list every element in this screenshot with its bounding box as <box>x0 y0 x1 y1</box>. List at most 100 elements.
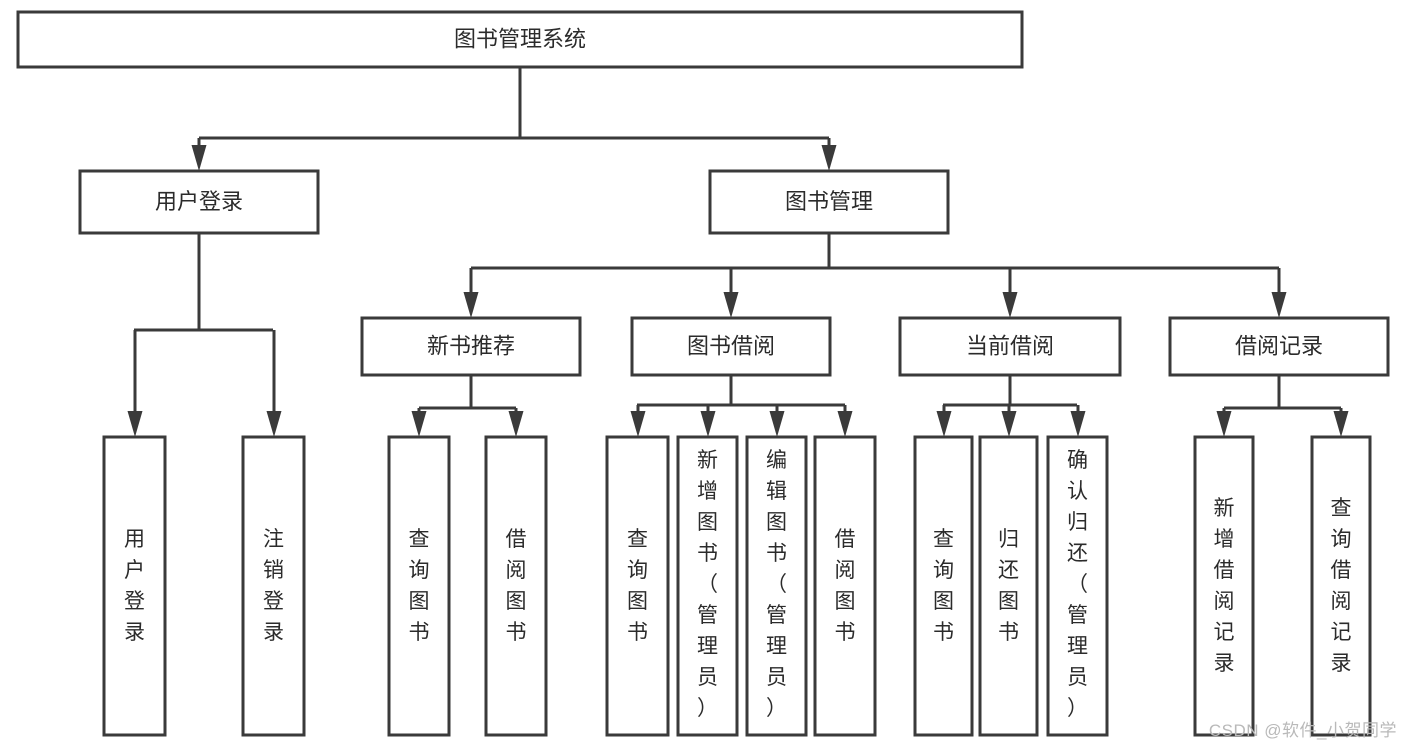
node-label-leaf-borrow-book-1-char: 图 <box>506 590 527 613</box>
node-leaf-user-login[interactable]: 用户登录 <box>102 435 167 737</box>
node-label-leaf-edit-book-char: 书 <box>766 542 787 565</box>
node-label-book-management: 图书管理 <box>785 189 873 214</box>
node-box-leaf-add-borrow-record[interactable] <box>1193 435 1255 737</box>
node-label-leaf-add-book-char: 新 <box>697 449 718 472</box>
node-label-leaf-logout-login-char: 登 <box>263 590 284 613</box>
node-label-leaf-add-book-char: 管 <box>697 604 718 627</box>
node-label-current-borrow: 当前借阅 <box>966 333 1054 358</box>
node-label-leaf-user-login-char: 户 <box>124 559 145 582</box>
node-label-leaf-query-borrow-record-char: 录 <box>1331 652 1352 675</box>
node-label-leaf-query-book-1-char: 询 <box>409 559 430 582</box>
connector-bar-book-borrow <box>637 375 845 407</box>
arrow-current-borrow-to-leaf-confirm-return <box>1070 405 1086 437</box>
node-box-leaf-user-login[interactable] <box>102 435 167 737</box>
node-label-leaf-user-login-char: 录 <box>124 621 145 644</box>
node-label-leaf-confirm-return-char: 还 <box>1067 542 1088 565</box>
node-label-leaf-add-book-char: ） <box>697 697 718 720</box>
node-box-leaf-confirm-return[interactable] <box>1046 435 1109 737</box>
node-label-borrow-record: 借阅记录 <box>1235 333 1323 358</box>
node-label-leaf-query-borrow-record-char: 查 <box>1331 497 1352 520</box>
node-label-leaf-edit-book-char: ） <box>766 697 787 720</box>
node-box-book-borrow[interactable] <box>630 316 832 377</box>
arrow-current-borrow-to-leaf-query-book-3 <box>936 405 952 437</box>
node-label-leaf-query-book-1-char: 图 <box>409 590 430 613</box>
node-label-leaf-user-login-char: 登 <box>124 590 145 613</box>
node-label-leaf-borrow-book-1-char: 阅 <box>506 559 527 582</box>
node-label-leaf-edit-book-char: 员 <box>766 666 787 689</box>
node-box-leaf-return-book[interactable] <box>978 435 1039 737</box>
node-label-leaf-query-borrow-record-char: 询 <box>1331 528 1352 551</box>
node-layer: 图书管理系统用户登录图书管理新书推荐图书借阅当前借阅借阅记录用户登录注销登录查询… <box>16 10 1390 737</box>
node-label-leaf-query-book-3-char: 书 <box>933 621 954 644</box>
node-label-leaf-add-borrow-record-char: 阅 <box>1214 590 1235 613</box>
arrow-book-borrow-to-leaf-query-book-2 <box>630 405 646 437</box>
connector-bar-borrow-record <box>1224 375 1341 410</box>
node-label-leaf-query-book-1-char: 书 <box>409 621 430 644</box>
node-label-leaf-query-book-3-char: 询 <box>933 559 954 582</box>
node-box-root[interactable] <box>16 10 1024 69</box>
node-label-leaf-edit-book-char: 图 <box>766 511 787 534</box>
node-label-leaf-borrow-book-2-char: 借 <box>835 528 856 551</box>
node-user-login[interactable]: 用户登录 <box>78 169 320 235</box>
arrow-book-management-to-book-borrow <box>723 268 739 318</box>
node-book-management[interactable]: 图书管理 <box>708 169 950 235</box>
connector-bar-new-book <box>419 375 516 410</box>
arrow-user-login-to-leaf-user-login <box>127 330 143 437</box>
node-box-leaf-borrow-book-1[interactable] <box>484 435 548 737</box>
node-box-leaf-edit-book[interactable] <box>745 435 808 737</box>
node-label-leaf-confirm-return-char: （ <box>1067 573 1088 596</box>
node-label-leaf-edit-book-char: （ <box>766 573 787 596</box>
node-label-leaf-confirm-return-char: 理 <box>1067 635 1088 658</box>
node-current-borrow[interactable]: 当前借阅 <box>898 316 1122 377</box>
node-label-leaf-logout-login-char: 录 <box>263 621 284 644</box>
node-label-leaf-edit-book-char: 理 <box>766 635 787 658</box>
node-box-current-borrow[interactable] <box>898 316 1122 377</box>
node-label-leaf-add-borrow-record-char: 增 <box>1214 528 1235 551</box>
node-box-borrow-record[interactable] <box>1168 316 1390 377</box>
node-label-leaf-borrow-book-2-char: 书 <box>835 621 856 644</box>
node-label-leaf-add-book-char: 增 <box>697 480 718 503</box>
node-box-leaf-query-book-2[interactable] <box>605 435 670 737</box>
node-box-leaf-query-book-1[interactable] <box>387 435 451 737</box>
node-label-leaf-add-borrow-record-char: 新 <box>1214 497 1235 520</box>
node-box-leaf-query-borrow-record[interactable] <box>1310 435 1372 737</box>
node-box-new-book-recommend[interactable] <box>360 316 582 377</box>
node-box-leaf-query-book-3[interactable] <box>913 435 974 737</box>
node-box-book-management[interactable] <box>708 169 950 235</box>
node-borrow-record[interactable]: 借阅记录 <box>1168 316 1390 377</box>
node-new-book-recommend[interactable]: 新书推荐 <box>360 316 582 377</box>
node-box-user-login[interactable] <box>78 169 320 235</box>
arrow-borrow-record-to-leaf-query-borrow-record <box>1333 408 1349 437</box>
node-label-leaf-add-book-char: 理 <box>697 635 718 658</box>
node-box-leaf-logout-login[interactable] <box>241 435 306 737</box>
node-label-leaf-query-book-2-char: 书 <box>627 621 648 644</box>
node-label-leaf-add-borrow-record-char: 录 <box>1214 652 1235 675</box>
node-root[interactable]: 图书管理系统 <box>16 10 1024 69</box>
node-label-leaf-confirm-return-char: 归 <box>1067 511 1088 534</box>
node-label-leaf-borrow-book-2-char: 图 <box>835 590 856 613</box>
node-label-leaf-query-book-2-char: 查 <box>627 528 648 551</box>
node-label-leaf-return-book-char: 图 <box>998 590 1019 613</box>
connector-bar-current-borrow <box>943 375 1077 407</box>
arrow-new-book-recommend-to-leaf-borrow-book-1 <box>508 408 524 437</box>
arrow-root-to-user-login <box>191 138 207 171</box>
node-box-leaf-borrow-book-2[interactable] <box>813 435 877 737</box>
node-label-leaf-return-book-char: 归 <box>998 528 1019 551</box>
node-box-leaf-add-book[interactable] <box>676 435 739 737</box>
node-book-borrow[interactable]: 图书借阅 <box>630 316 832 377</box>
arrow-book-borrow-to-leaf-edit-book <box>769 405 785 437</box>
node-label-leaf-logout-login-char: 注 <box>263 528 284 551</box>
